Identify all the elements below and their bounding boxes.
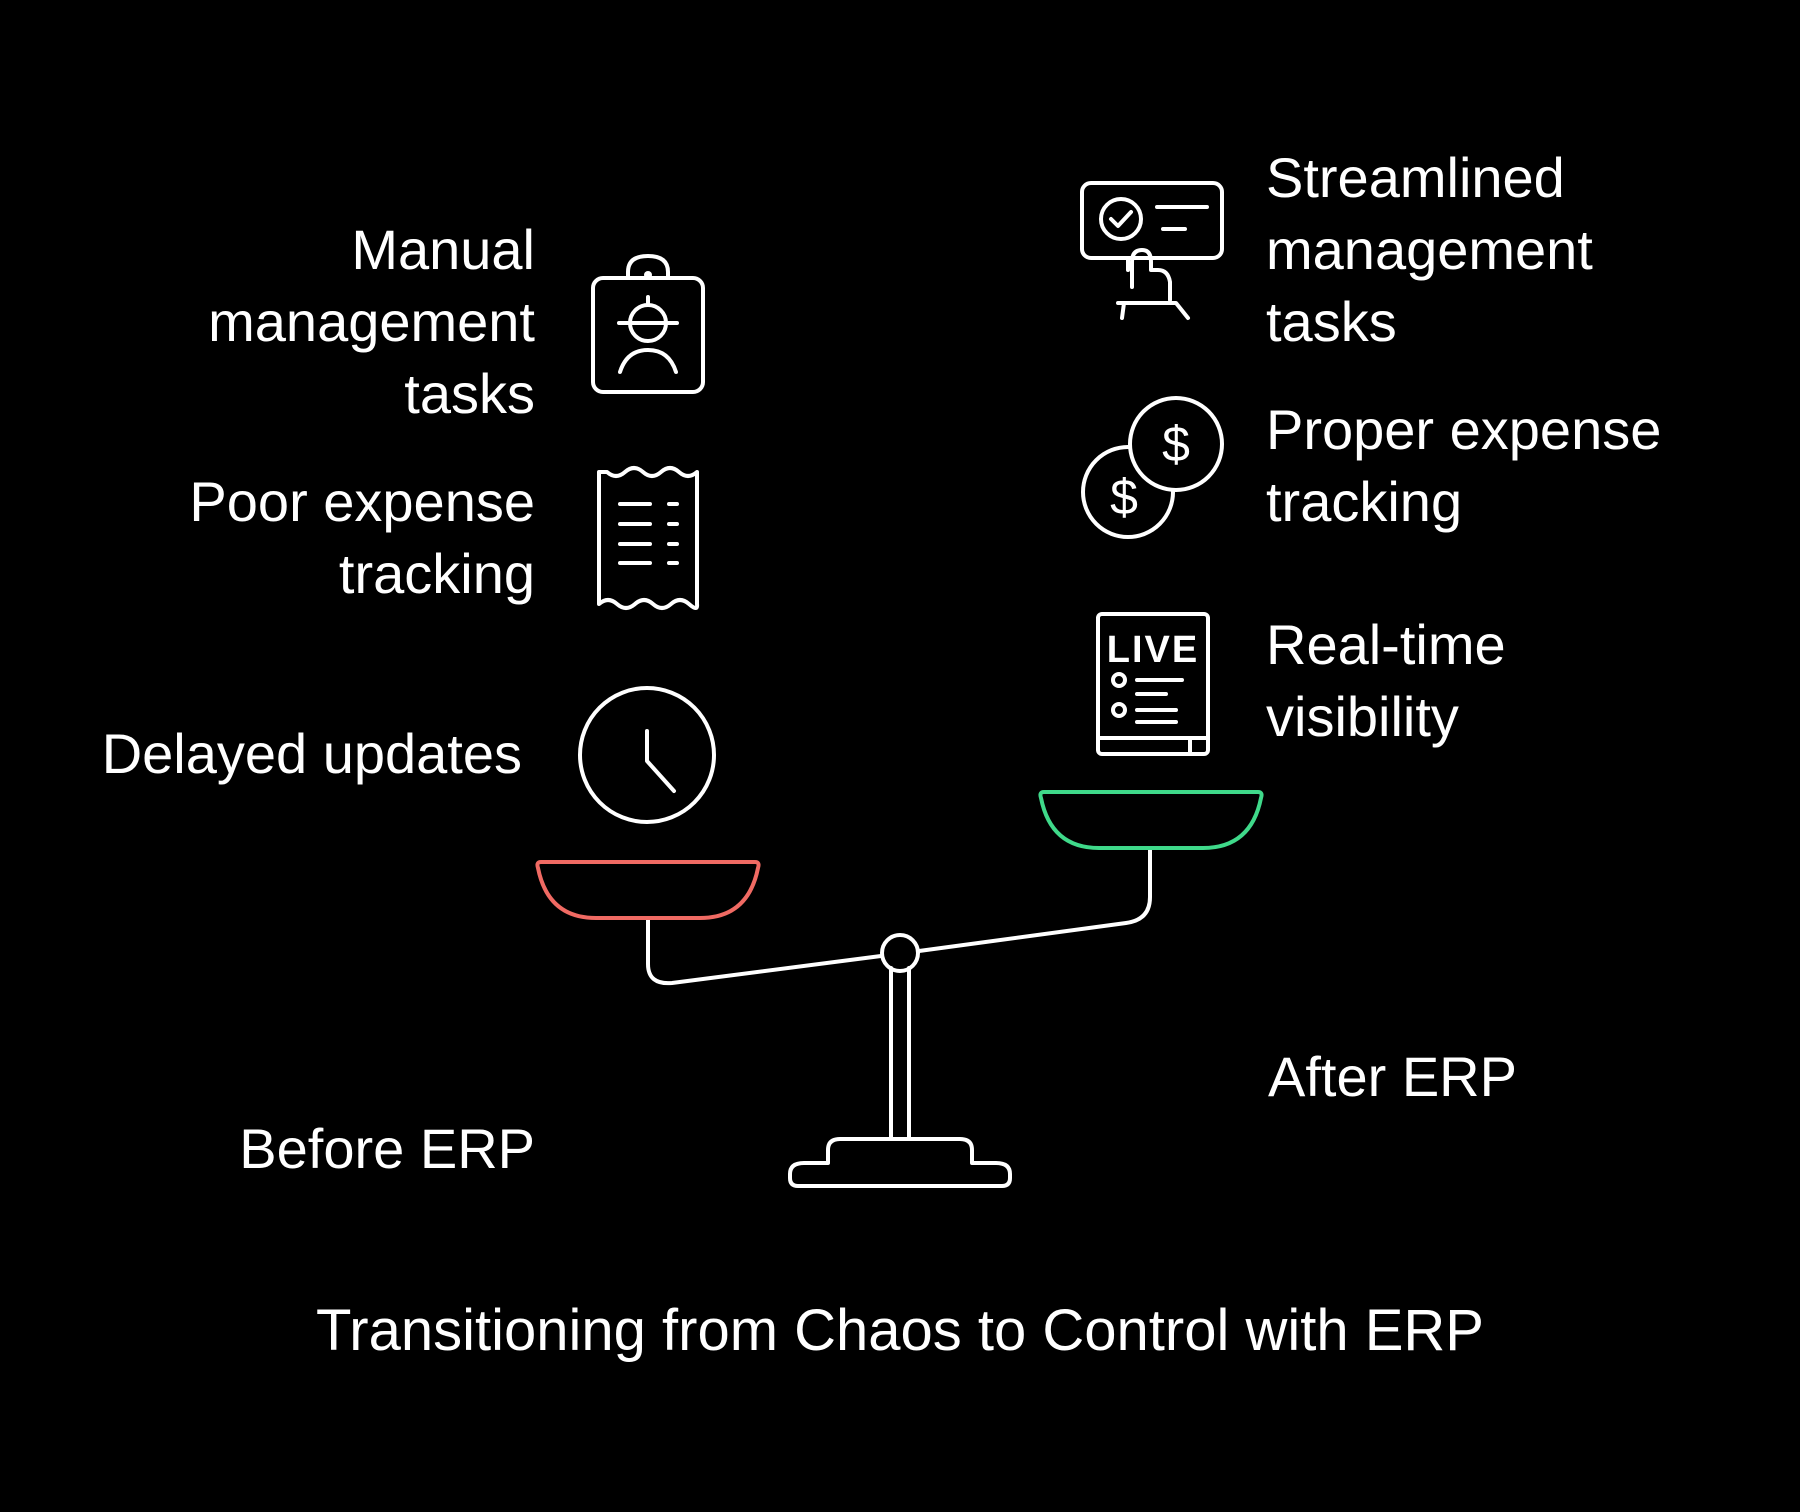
after-erp-label: After ERP [1268, 1041, 1517, 1113]
scale-pivot [880, 933, 920, 973]
label-line: tracking [338, 542, 535, 605]
checklist-screen-icon [1080, 181, 1224, 320]
label-line: management [1266, 218, 1593, 281]
before-erp-text: Before ERP [239, 1117, 535, 1180]
id-badge-icon [591, 254, 705, 394]
after-item-real-time-visibility: Real-time visibility [1266, 609, 1506, 753]
scale-pillar [889, 966, 911, 1141]
live-report-icon: LIVE [1096, 612, 1210, 756]
before-erp-label: Before ERP [239, 1113, 535, 1185]
label-line: tracking [1266, 470, 1463, 533]
label-line: Proper expense [1266, 398, 1662, 461]
label-line: tasks [1266, 290, 1397, 353]
label-line: Real-time [1266, 613, 1506, 676]
svg-text:$: $ [1110, 469, 1138, 525]
live-text: LIVE [1107, 629, 1199, 671]
svg-text:$: $ [1162, 416, 1190, 472]
clock-icon [578, 686, 716, 824]
label-line: Streamlined [1266, 146, 1565, 209]
before-pan [535, 860, 761, 920]
after-erp-text: After ERP [1268, 1045, 1517, 1108]
receipt-icon [597, 466, 700, 610]
after-item-streamlined-management: Streamlined management tasks [1266, 142, 1593, 358]
balance-scale-icon [535, 790, 1264, 1188]
after-item-proper-expense: Proper expense tracking [1266, 394, 1661, 538]
diagram-title: Transitioning from Chaos to Control with… [316, 1298, 1484, 1363]
before-item-delayed-updates: Delayed updates [102, 718, 522, 790]
before-item-poor-expense: Poor expense tracking [189, 466, 535, 610]
label-line: tasks [404, 362, 535, 425]
label-line: management [208, 290, 535, 353]
label-line: Poor expense [189, 470, 535, 533]
label-line: visibility [1266, 685, 1459, 748]
dollar-coins-icon: $ $ [1081, 396, 1224, 539]
before-item-manual-management: Manual management tasks [208, 214, 535, 430]
label-line: Delayed updates [101, 722, 522, 785]
label-line: Manual [351, 218, 535, 281]
scale-base [788, 1137, 1012, 1188]
after-pan [1038, 790, 1264, 850]
scale-beam [646, 846, 1152, 986]
